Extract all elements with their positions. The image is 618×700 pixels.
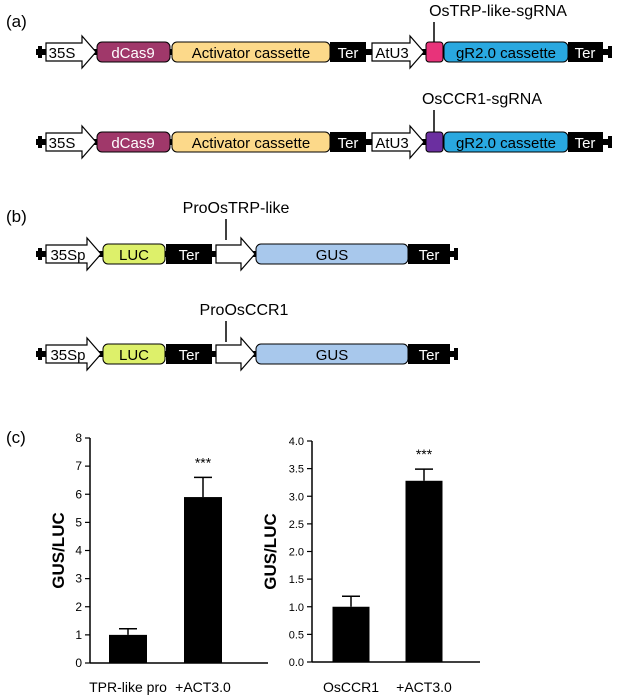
gr20-label: gR2.0 cassette <box>456 135 556 152</box>
bar <box>405 480 443 662</box>
backbone-end <box>38 46 42 58</box>
terminator-label: Ter <box>419 347 440 364</box>
backbone-end <box>608 46 612 58</box>
y-tick-label: 1 <box>75 628 82 642</box>
y-tick-label: 0 <box>75 656 82 670</box>
terminator-label: Ter <box>179 347 200 364</box>
panel-label-b: (b) <box>6 207 27 226</box>
atu3-arrow <box>371 34 425 70</box>
gus-label: GUS <box>316 247 349 264</box>
construct-b1: ProOsTRP-like 35Sp LUC Ter GUS Ter <box>36 200 458 272</box>
y-tick-label: 1.5 <box>289 574 304 586</box>
dcas9-block <box>96 131 171 153</box>
y-tick-label: 6 <box>75 487 82 501</box>
x-category-label: OsCCR1 <box>323 679 379 695</box>
luc-block <box>102 243 166 265</box>
activator-label: Activator cassette <box>192 135 310 152</box>
terminator-label: Ter <box>575 135 596 152</box>
terminator-label: Ter <box>419 247 440 264</box>
terminator-block <box>330 42 366 62</box>
construct-b2: ProOsCCR1 35Sp LUC Ter GUS Ter <box>36 302 458 372</box>
backbone-end <box>454 348 458 360</box>
panel-label-a: (a) <box>6 12 27 31</box>
backbone-end <box>38 248 42 260</box>
x-category-label: +ACT3.0 <box>175 679 231 695</box>
atu3-label: AtU3 <box>375 135 408 152</box>
sgrna-label: OsCCR1-sgRNA <box>422 91 542 108</box>
terminator-label: Ter <box>338 135 359 152</box>
terminator-block <box>166 344 212 364</box>
promoter-label: ProOsTRP-like <box>183 200 290 217</box>
bar <box>109 634 147 663</box>
backbone-end <box>454 248 458 260</box>
promoter-arrow <box>45 34 97 70</box>
promoter-arrow <box>45 336 102 372</box>
promoter-35sp-label: 35Sp <box>50 247 85 264</box>
y-tick-label: 2.0 <box>289 547 304 559</box>
luc-block <box>102 343 166 365</box>
bar <box>332 606 370 662</box>
terminator-block <box>408 344 450 364</box>
y-tick-label: 3.0 <box>289 491 304 503</box>
test-promoter-arrow <box>215 236 256 272</box>
sgrna-label: OsTRP-like-sgRNA <box>429 3 567 20</box>
x-category-label: TPR-like pro <box>89 679 167 695</box>
y-tick-label: 0.0 <box>289 657 304 669</box>
y-tick-label: 5 <box>75 515 82 529</box>
dcas9-label: dCas9 <box>111 135 154 152</box>
y-axis-label: GUS/LUC <box>49 512 68 589</box>
significance-label: *** <box>195 454 212 470</box>
promoter-arrow <box>45 124 97 160</box>
atu3-arrow <box>371 124 425 160</box>
sgrna-block <box>425 41 444 63</box>
y-tick-label: 3 <box>75 572 82 586</box>
panel-label-c: (c) <box>6 428 26 447</box>
terminator-block <box>568 42 603 62</box>
promoter-arrow <box>45 236 102 272</box>
terminator-label: Ter <box>338 45 359 62</box>
y-tick-label: 2 <box>75 600 82 614</box>
sgrna-block <box>425 131 444 153</box>
activator-label: Activator cassette <box>192 45 310 62</box>
backbone-end <box>608 136 612 148</box>
y-tick-label: 0.5 <box>289 629 304 641</box>
terminator-block <box>330 132 366 152</box>
construct-a2: OsCCR1-sgRNA 35S dCas9 Activator cassett… <box>36 91 612 160</box>
terminator-block <box>166 244 212 264</box>
promoter-label: ProOsCCR1 <box>200 302 289 319</box>
luc-label: LUC <box>119 347 149 364</box>
terminator-block <box>568 132 603 152</box>
significance-label: *** <box>416 446 433 462</box>
promoter-35sp-label: 35Sp <box>50 347 85 364</box>
construct-a1: OsTRP-like-sgRNA 35S dCas9 Activator cas… <box>36 3 612 70</box>
y-tick-label: 4.0 <box>289 436 304 448</box>
y-tick-label: 7 <box>75 459 82 473</box>
bar <box>184 497 222 663</box>
x-category-label: +ACT3.0 <box>396 679 452 695</box>
gr20-label: gR2.0 cassette <box>456 45 556 62</box>
atu3-label: AtU3 <box>375 45 408 62</box>
luc-label: LUC <box>119 247 149 264</box>
promoter-label: 35S <box>49 135 76 152</box>
y-tick-label: 4 <box>75 544 82 558</box>
backbone-end <box>38 348 42 360</box>
dcas9-block <box>96 41 171 63</box>
dcas9-label: dCas9 <box>111 45 154 62</box>
promoter-label: 35S <box>49 45 76 62</box>
gus-label: GUS <box>316 347 349 364</box>
terminator-block <box>408 244 450 264</box>
y-tick-label: 3.5 <box>289 464 304 476</box>
y-tick-label: 8 <box>75 431 82 445</box>
y-axis-label: GUS/LUC <box>261 513 280 590</box>
test-promoter-arrow <box>215 336 256 372</box>
terminator-label: Ter <box>575 45 596 62</box>
y-tick-label: 2.5 <box>289 519 304 531</box>
terminator-label: Ter <box>179 247 200 264</box>
backbone-end <box>38 136 42 148</box>
y-tick-label: 1.0 <box>289 602 304 614</box>
